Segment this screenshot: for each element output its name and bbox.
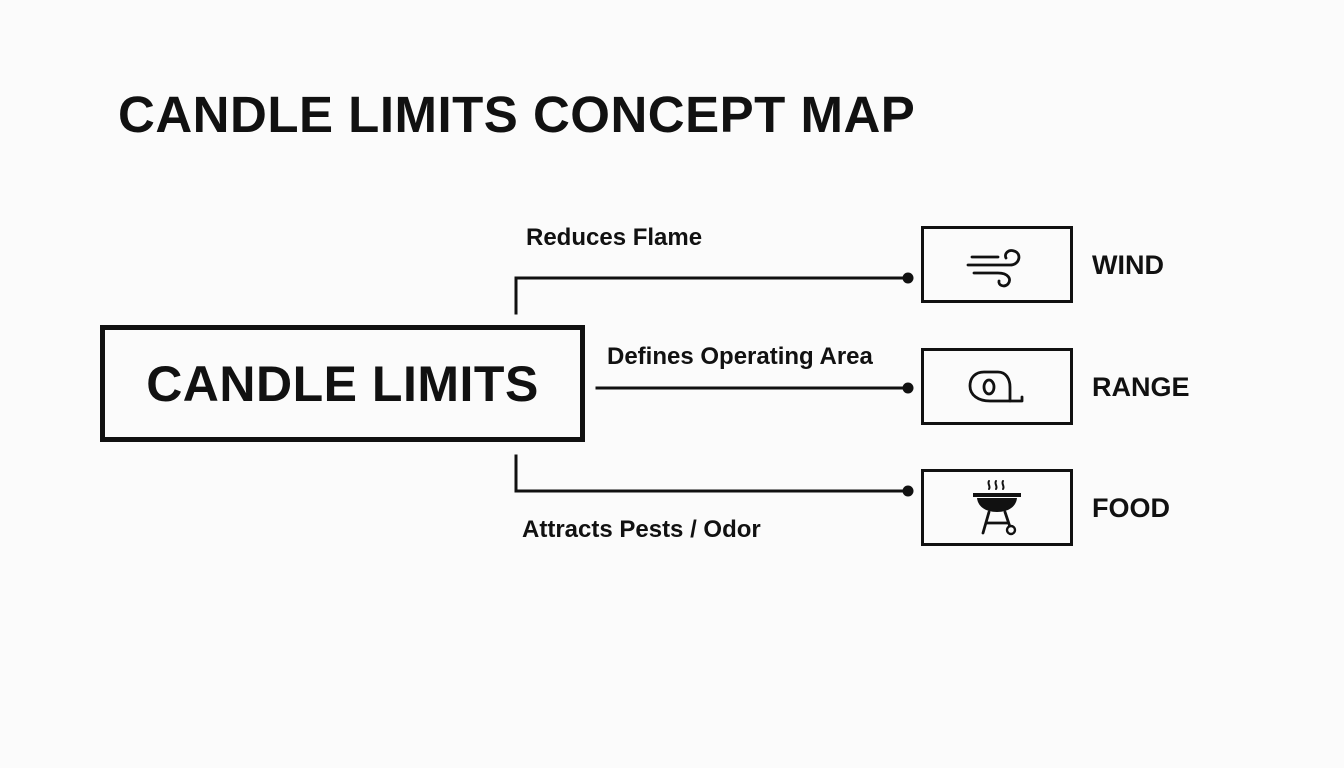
central-node-label: CANDLE LIMITS <box>146 355 539 412</box>
node-wind-box <box>921 226 1073 303</box>
grill-icon <box>973 479 1021 535</box>
edge-label-wind: Reduces Flame <box>526 224 703 251</box>
central-node: CANDLE LIMITS <box>100 325 585 442</box>
node-range-box <box>921 348 1073 425</box>
node-label-food: FOOD <box>1092 493 1170 523</box>
node-label-wind: WIND <box>1092 250 1164 280</box>
connector-food <box>514 454 910 493</box>
tape-measure-icon <box>968 370 1024 402</box>
wind-icon <box>966 248 1021 287</box>
edge-label-range: Defines Operating Area <box>607 343 873 370</box>
node-food-box <box>921 469 1073 546</box>
connector-wind <box>514 276 910 315</box>
edge-label-food: Attracts Pests / Odor <box>522 516 761 543</box>
connector-wind-endpoint <box>902 272 914 284</box>
connector-range-endpoint <box>902 382 914 394</box>
node-label-range: RANGE <box>1092 372 1190 402</box>
page-title: CANDLE LIMITS CONCEPT MAP <box>118 86 916 143</box>
connector-food-endpoint <box>902 485 914 497</box>
